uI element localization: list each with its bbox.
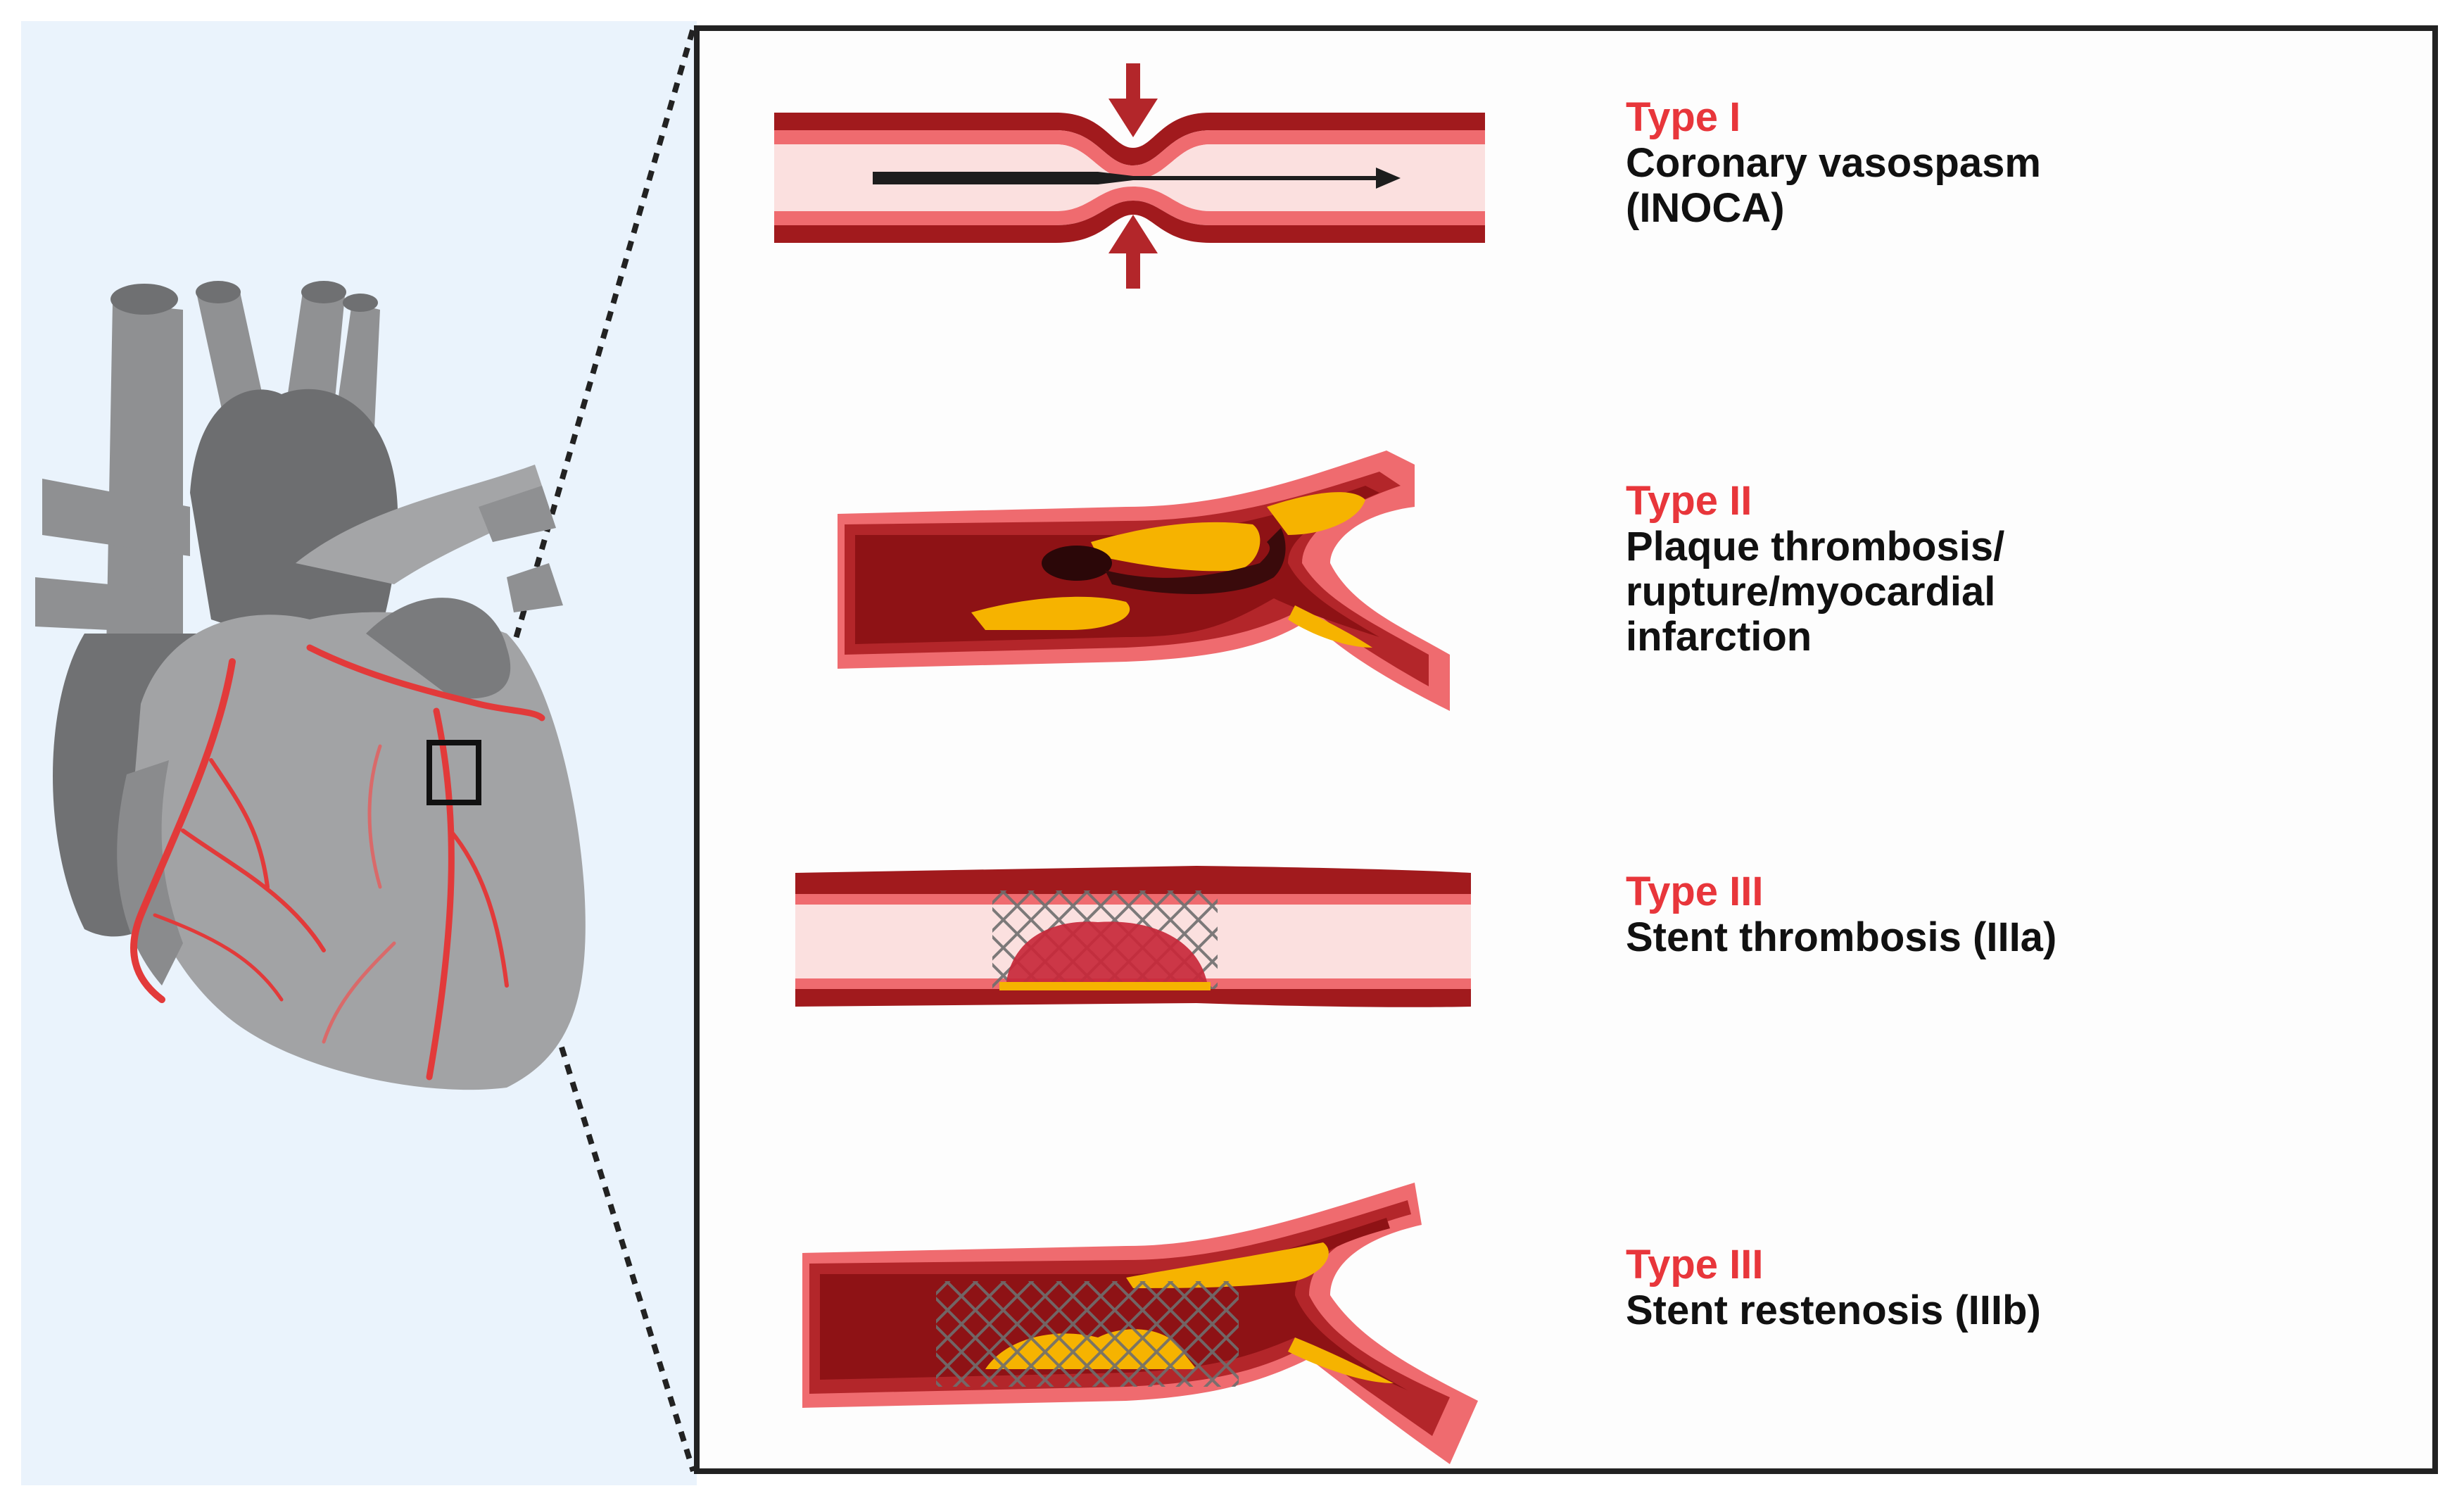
restenosis-plaque-branch — [1288, 1337, 1394, 1383]
vasospasm-wall-top-outer — [774, 113, 1485, 165]
vasospasm-wall-top-inner — [774, 130, 1485, 180]
vena-cava-opening — [110, 284, 178, 315]
coronary-arteries — [130, 644, 545, 1081]
plaque-core-top — [1091, 522, 1261, 572]
heart-body — [132, 612, 586, 1090]
vasospasm-wall-bottom-inner — [774, 187, 1485, 225]
type-ii-description: Plaque thrombosis/ rupture/myocardial in… — [1626, 524, 2005, 660]
detail-panel — [694, 25, 2438, 1474]
compression-arrow-bottom — [1108, 215, 1158, 289]
restenosis-plaque-top — [1126, 1242, 1329, 1288]
flow-arrow-head — [1376, 168, 1401, 189]
type-iii-b-description: Stent restenosis (IIIb) — [1626, 1287, 2041, 1333]
plaque-rupture-vessel — [838, 451, 1450, 711]
plaque-core-bottom — [971, 596, 1130, 630]
type-ii-label: Type II — [1626, 478, 1752, 524]
pulmonary-branches — [479, 486, 563, 612]
restenosis-stent-mesh — [936, 1281, 1239, 1387]
vasospasm-lumen — [774, 144, 1485, 211]
plaque-core-bottom-right — [1288, 605, 1372, 648]
pulmonary-artery — [296, 465, 549, 584]
heart-illustration — [35, 281, 586, 1090]
left-atrium-shadow — [366, 598, 511, 699]
stent-vessel-wall-bottom — [795, 989, 1471, 1007]
pulmonary-veins-left — [35, 479, 190, 634]
vasospasm-vessel — [774, 63, 1485, 289]
type-i-label: Type I — [1626, 94, 1741, 140]
zoom-line-top — [483, 27, 696, 744]
type-iii-b-label: Type III — [1626, 1242, 1764, 1287]
stent-vessel-wall-top — [795, 866, 1471, 894]
thrombus-extension — [1105, 528, 1286, 594]
aorta-branch-2-opening — [301, 281, 346, 303]
type-iii-a-description: Stent thrombosis (IIIa) — [1626, 914, 2057, 960]
compression-arrow-top — [1108, 63, 1158, 137]
flow-arrow — [873, 172, 1379, 184]
aorta-branch-3-opening — [343, 294, 378, 312]
stent-thrombus — [1006, 921, 1207, 982]
thrombus-clot — [1042, 546, 1112, 581]
stent-plaque-thin — [999, 982, 1211, 990]
stent-thrombosis-vessel — [795, 866, 1471, 1007]
type-i-description: Coronary vasospasm (INOCA) — [1626, 140, 2041, 231]
plaque-core-right — [1267, 492, 1365, 535]
zoom-box — [427, 740, 481, 805]
aortic-arch — [190, 389, 398, 648]
aorta-branch-1-opening — [196, 281, 241, 303]
stent-restenosis-vessel — [802, 1183, 1478, 1464]
vasospasm-wall-bottom-outer — [774, 201, 1485, 243]
type-iii-a-label: Type III — [1626, 869, 1764, 914]
